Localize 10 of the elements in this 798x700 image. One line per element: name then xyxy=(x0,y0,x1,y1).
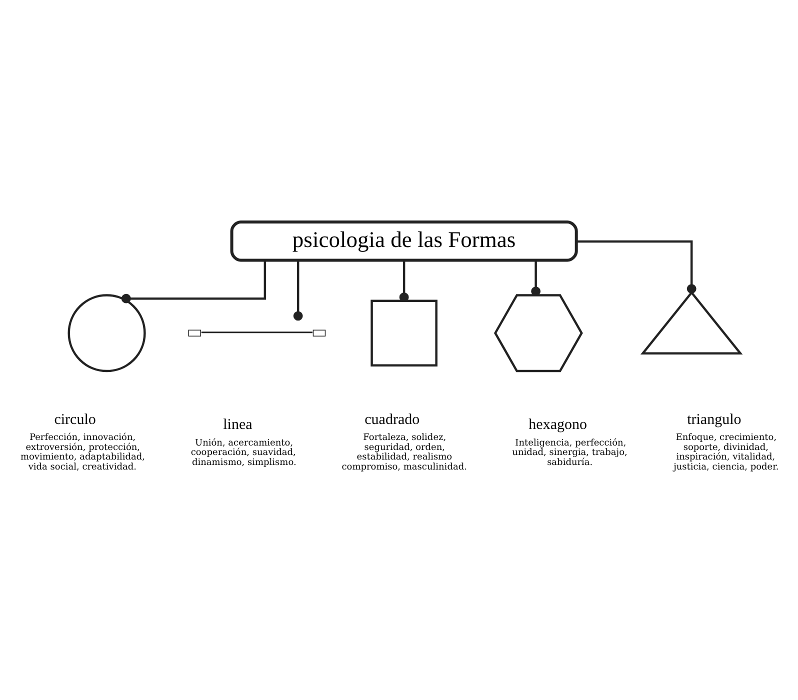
node-label: Fortaleza, solidez, seguridad, orden, estabilidad, realismo compromiso, masculinidad. xyxy=(342,433,467,472)
node-label: Enfoque, crecimiento, soporte, divinidad, inspiración, vitalidad, justicia, ciencia, poder. xyxy=(674,433,779,472)
node-label: linea xyxy=(223,417,252,434)
node-label: cuadrado xyxy=(364,412,420,428)
node-label: Perfección, innovación, extroversión, protección, movimiento, adaptabilidad, vida social, creatividad. xyxy=(20,433,146,472)
node-label: triangulo xyxy=(687,412,742,428)
node-label: hexagono xyxy=(528,417,588,434)
node-label: circulo xyxy=(54,412,96,428)
node-label: Inteligencia, perfección, unidad, sinergia, trabajo, sabiduría. xyxy=(512,438,628,468)
node-label: Unión, acercamiento, cooperación, suavidad, dinamismo, simplismo. xyxy=(190,438,296,468)
